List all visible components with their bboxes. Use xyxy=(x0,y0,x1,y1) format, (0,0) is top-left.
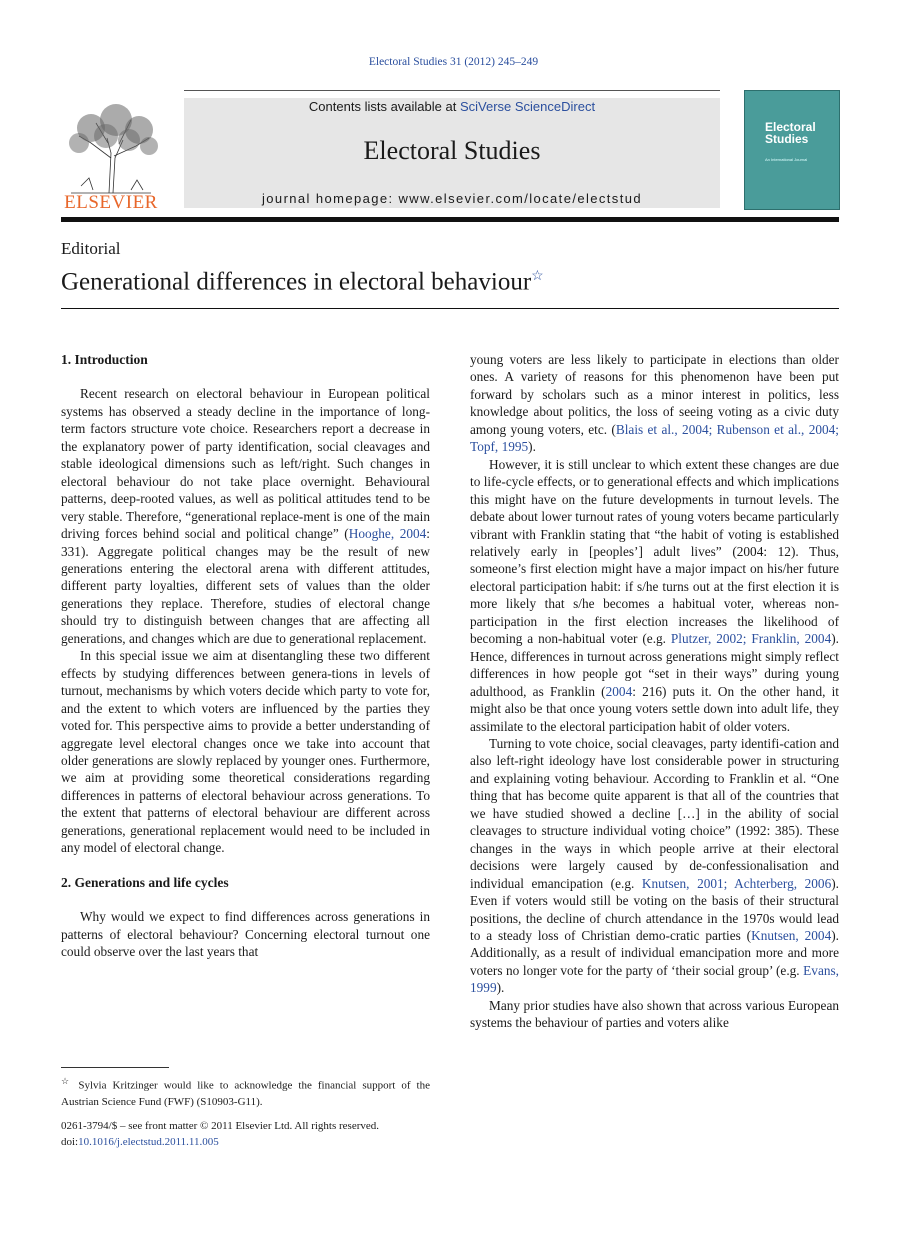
text: Recent research on electoral behaviour i… xyxy=(61,386,430,542)
copyright-line: 0261-3794/$ – see front matter © 2011 El… xyxy=(61,1120,380,1132)
contents-line: Contents lists available at SciVerse Sci… xyxy=(184,99,720,114)
cover-subtitle: An International Journal xyxy=(765,157,808,162)
left-column: 1. Introduction Recent research on elect… xyxy=(61,351,430,961)
paragraph: Many prior studies have also shown that … xyxy=(470,997,839,1031)
paragraph: Recent research on electoral behaviour i… xyxy=(61,385,430,647)
header-thick-rule xyxy=(61,217,839,222)
text: Turning to vote choice, social cleavages… xyxy=(470,735,839,891)
article-title-text: Generational differences in electoral be… xyxy=(61,268,532,296)
doi-link[interactable]: 10.1016/j.electstud.2011.11.005 xyxy=(78,1136,219,1148)
text: : 331). Aggregate political changes may … xyxy=(61,526,430,646)
sciencedirect-link[interactable]: SciVerse ScienceDirect xyxy=(459,99,596,114)
section-heading-introduction: 1. Introduction xyxy=(61,352,148,367)
footnote-text: Sylvia Kritzinger would like to acknowle… xyxy=(61,1079,430,1108)
reference-link[interactable]: Hooghe, 2004 xyxy=(348,526,427,542)
text: ). Even if voters would still be voting … xyxy=(470,875,839,943)
journal-citation[interactable]: Electoral Studies 31 (2012) 245–249 xyxy=(368,56,539,68)
paragraph: In this special issue we aim at disentan… xyxy=(61,648,430,856)
text: ). xyxy=(496,980,505,996)
text: However, it is still unclear to which ex… xyxy=(470,456,839,647)
contents-prefix: Contents lists available at xyxy=(308,99,460,114)
journal-banner: Contents lists available at SciVerse Sci… xyxy=(184,98,720,208)
reference-link[interactable]: Plutzer, 2002; Franklin, 2004 xyxy=(670,631,832,647)
text: ). Additionally, as a result of individu… xyxy=(470,927,839,978)
copyright-block: 0261-3794/$ – see front matter © 2011 El… xyxy=(61,1118,430,1150)
title-footnote-mark[interactable]: ☆ xyxy=(531,269,544,284)
paragraph: Why would we expect to find differences … xyxy=(61,909,430,960)
reference-link[interactable]: Knutsen, 2001; Achterberg, 2006 xyxy=(641,875,832,891)
footnote: ☆ Sylvia Kritzinger would like to acknow… xyxy=(61,1073,430,1110)
title-rule xyxy=(61,308,839,309)
section-label: Editorial xyxy=(61,239,121,258)
doi-line: doi:10.1016/j.electstud.2011.11.005 xyxy=(61,1134,430,1150)
text: ). Hence, differences in turnout across … xyxy=(470,631,839,699)
doi-prefix: doi: xyxy=(61,1136,79,1148)
journal-name: Electoral Studies xyxy=(363,136,541,165)
section-heading-generations: 2. Generations and life cycles xyxy=(61,874,229,890)
paragraph: However, it is still unclear to which ex… xyxy=(470,456,839,735)
reference-link[interactable]: Evans, 1999 xyxy=(470,962,839,996)
reference-link[interactable]: Blais et al., 2004; Rubenson et al., 200… xyxy=(470,421,839,455)
right-column: young voters are less likely to particip… xyxy=(470,351,839,1032)
elsevier-tree-logo xyxy=(61,98,161,210)
text: : 216) puts it. On the other hand, it mi… xyxy=(470,683,839,734)
paragraph: young voters are less likely to particip… xyxy=(470,351,839,456)
paragraph: Turning to vote choice, social cleavages… xyxy=(470,735,839,997)
publisher-wordmark[interactable]: ELSEVIER xyxy=(64,192,158,213)
journal-header: ELSEVIER Contents lists available at Sci… xyxy=(61,88,840,213)
header-divider xyxy=(184,90,720,91)
text: ). xyxy=(528,439,536,455)
footnote-mark: ☆ xyxy=(61,1076,73,1086)
footnote-rule xyxy=(61,1067,169,1068)
article-title: Generational differences in electoral be… xyxy=(61,268,544,296)
journal-homepage[interactable]: journal homepage: www.elsevier.com/locat… xyxy=(262,191,642,206)
text: young voters are less likely to particip… xyxy=(470,352,839,437)
reference-link[interactable]: 2004 xyxy=(605,683,633,699)
reference-link[interactable]: Knutsen, 2004 xyxy=(751,927,832,943)
